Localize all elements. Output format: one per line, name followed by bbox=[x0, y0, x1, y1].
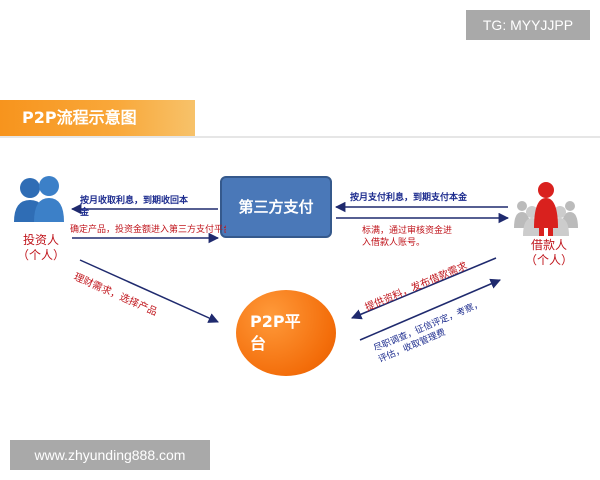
arrow-platform-to-borrower bbox=[359, 278, 501, 341]
borrower-loan-note: 标满，通过审核资金进 入借款人账号。 bbox=[362, 225, 502, 249]
p2p-platform-circle: P2P平 台 bbox=[236, 290, 336, 376]
borrower-loan-line2: 入借款人账号。 bbox=[362, 238, 426, 248]
website-watermark: www.zhyunding888.com bbox=[10, 440, 210, 470]
borrower-loan-line1: 标满，通过审核资金进 bbox=[362, 226, 453, 236]
platform-label-line1: P2P平 bbox=[250, 312, 301, 331]
borrower-sublabel: （个人） bbox=[524, 253, 573, 267]
diagram-title: P2P流程示意图 bbox=[22, 108, 137, 127]
telegram-watermark: TG: MYYJJPP bbox=[466, 10, 590, 40]
investor-invest-note: 确定产品，投资金额进入第三方支付平台 bbox=[70, 225, 226, 235]
investor-icon bbox=[14, 176, 64, 222]
borrower-icon bbox=[514, 182, 578, 236]
third-party-payment-label: 第三方支付 bbox=[238, 198, 314, 216]
third-party-payment-box: 第三方支付 bbox=[220, 176, 332, 238]
platform-label-line2: 台 bbox=[250, 334, 267, 353]
investor-sublabel: （个人） bbox=[16, 248, 65, 262]
borrower-node: 借款人 （个人） bbox=[518, 238, 580, 268]
investor-repay-line1: 按月收取利息，到期收回本 bbox=[80, 196, 189, 206]
title-underline bbox=[0, 136, 600, 138]
borrower-repay-note: 按月支付利息，到期支付本金 bbox=[350, 193, 468, 203]
borrower-label: 借款人 bbox=[530, 238, 567, 252]
investor-label: 投资人 bbox=[22, 233, 59, 247]
investor-node: 投资人 （个人） bbox=[12, 233, 70, 263]
arrow-investor-to-platform bbox=[79, 259, 219, 323]
investor-repay-note: 按月收取利息，到期收回本 金 bbox=[80, 195, 220, 219]
arrow-borrower-to-platform bbox=[351, 257, 497, 320]
title-banner: P2P流程示意图 bbox=[0, 100, 195, 136]
investor-repay-line2: 金 bbox=[80, 208, 90, 218]
